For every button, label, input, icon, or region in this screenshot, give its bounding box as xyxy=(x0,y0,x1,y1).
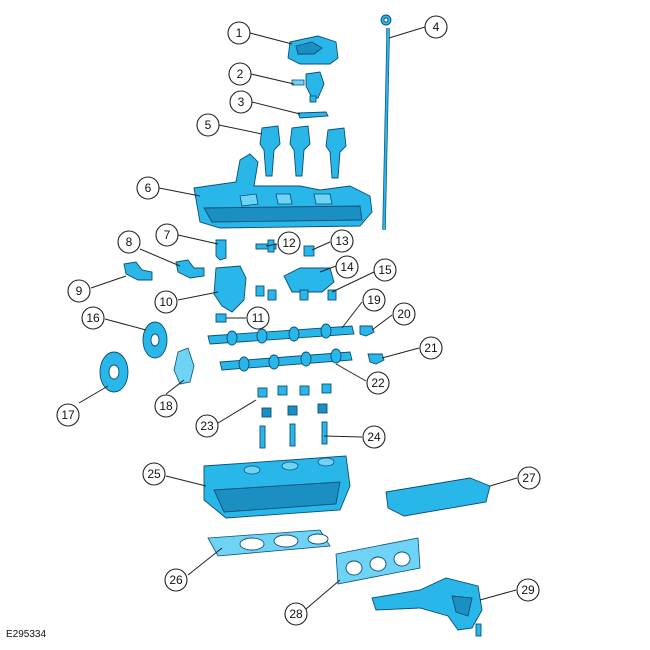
part-22-camshaft xyxy=(219,348,353,372)
svg-text:12: 12 xyxy=(282,236,296,250)
svg-text:21: 21 xyxy=(424,341,438,355)
part-18-gasket xyxy=(173,347,195,385)
part-7-sensor xyxy=(215,239,227,261)
svg-text:6: 6 xyxy=(145,181,152,195)
callout-8: 8 xyxy=(117,230,141,254)
part-15-bearing-caps xyxy=(255,285,337,301)
callout-14: 14 xyxy=(335,255,359,279)
part-6-valve-cover xyxy=(193,153,373,229)
part-25-cylinder-head xyxy=(203,455,351,519)
part-4-dipstick xyxy=(380,14,392,231)
callout-1: 1 xyxy=(227,21,251,45)
part-27-heat-shield xyxy=(385,477,491,517)
svg-text:15: 15 xyxy=(378,263,392,277)
callout-24: 24 xyxy=(362,425,386,449)
callout-6: 6 xyxy=(136,176,160,200)
part-17-sprocket xyxy=(99,351,129,393)
callout-27: 27 xyxy=(517,466,541,490)
part-3-seal xyxy=(297,111,329,119)
part-9-valve xyxy=(123,261,153,281)
svg-text:28: 28 xyxy=(289,607,303,621)
callout-10: 10 xyxy=(154,290,178,314)
part-2-solenoid xyxy=(291,71,325,103)
callout-21: 21 xyxy=(419,336,443,360)
callout-13: 13 xyxy=(330,229,354,253)
svg-text:1: 1 xyxy=(236,26,243,40)
callout-15: 15 xyxy=(373,258,397,282)
callout-26: 26 xyxy=(164,568,188,592)
callout-28: 28 xyxy=(284,602,308,626)
callout-4: 4 xyxy=(424,15,448,39)
svg-text:4: 4 xyxy=(433,20,440,34)
callout-11: 11 xyxy=(246,306,270,330)
svg-text:20: 20 xyxy=(397,307,411,321)
svg-text:13: 13 xyxy=(335,234,349,248)
svg-text:24: 24 xyxy=(367,430,381,444)
svg-text:5: 5 xyxy=(205,118,212,132)
part-8-valve xyxy=(175,259,205,279)
callout-17: 17 xyxy=(56,403,80,427)
callout-20: 20 xyxy=(392,302,416,326)
part-21-sensor xyxy=(367,353,385,365)
svg-text:19: 19 xyxy=(367,293,381,307)
part-26-head-gasket xyxy=(207,529,331,557)
part-11-plug xyxy=(215,313,227,323)
part-23-tappets xyxy=(257,383,332,418)
part-14-cam-cap xyxy=(283,267,335,293)
callout-18: 18 xyxy=(154,394,178,418)
callout-25: 25 xyxy=(142,462,166,486)
callout-7: 7 xyxy=(155,223,179,247)
svg-text:26: 26 xyxy=(169,573,183,587)
svg-text:22: 22 xyxy=(371,376,385,390)
svg-text:18: 18 xyxy=(159,399,173,413)
part-16-cam-phaser xyxy=(142,321,168,359)
part-10-bracket xyxy=(213,265,247,313)
callout-29: 29 xyxy=(516,578,540,602)
svg-text:16: 16 xyxy=(86,311,100,325)
svg-text:8: 8 xyxy=(126,235,133,249)
figure-id: E295334 xyxy=(6,629,47,640)
callout-22: 22 xyxy=(366,371,390,395)
callout-9: 9 xyxy=(67,279,91,303)
svg-text:2: 2 xyxy=(237,67,244,81)
part-20-sensor xyxy=(359,325,375,337)
part-28-manifold-gasket xyxy=(335,537,421,585)
callout-3: 3 xyxy=(229,90,253,114)
svg-text:7: 7 xyxy=(164,228,171,242)
callout-23: 23 xyxy=(195,414,219,438)
svg-text:3: 3 xyxy=(238,95,245,109)
svg-text:23: 23 xyxy=(200,419,214,433)
svg-text:29: 29 xyxy=(521,583,535,597)
svg-text:25: 25 xyxy=(147,467,161,481)
part-19-camshaft xyxy=(207,323,355,346)
callout-16: 16 xyxy=(81,306,105,330)
part-5-ignition-coils xyxy=(259,125,347,179)
part-24-spark-plugs xyxy=(259,421,328,449)
part-13-cap xyxy=(303,245,315,257)
svg-text:9: 9 xyxy=(76,284,83,298)
part-1-actuator-cover xyxy=(287,35,339,65)
callout-5: 5 xyxy=(196,113,220,137)
part-29-exhaust-manifold xyxy=(371,577,483,637)
svg-text:11: 11 xyxy=(252,311,265,325)
svg-text:27: 27 xyxy=(522,471,536,485)
callout-19: 19 xyxy=(362,288,386,312)
callout-2: 2 xyxy=(228,62,252,86)
svg-text:10: 10 xyxy=(159,295,173,309)
leader-lines xyxy=(78,26,518,610)
callout-12: 12 xyxy=(277,231,301,255)
svg-text:17: 17 xyxy=(61,408,75,422)
svg-text:14: 14 xyxy=(340,260,354,274)
